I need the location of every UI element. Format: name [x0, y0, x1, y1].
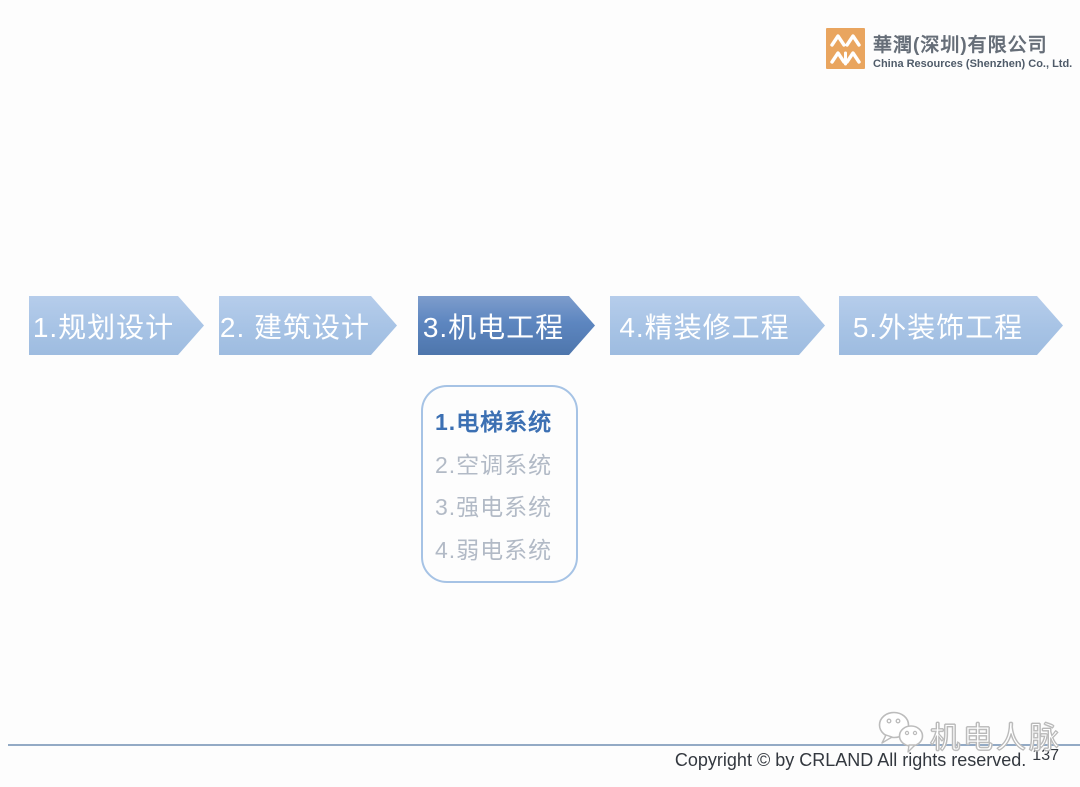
- company-name-block: 華潤(深圳)有限公司 China Resources (Shenzhen) Co…: [873, 28, 1072, 71]
- company-name-cn: 華潤(深圳)有限公司: [873, 35, 1048, 56]
- process-step-label: 5.外装饰工程: [852, 311, 1024, 343]
- process-step-label: 4.精装修工程: [619, 311, 790, 343]
- footer-divider: [8, 744, 1080, 746]
- process-step-planning-design: 1.规划设计: [29, 296, 204, 355]
- process-step-label: 2. 建筑设计: [219, 311, 371, 343]
- list-item-weak-current-system: 4.弱电系统: [435, 536, 553, 563]
- list-item-elevator-system: 1.电梯系统: [435, 409, 553, 436]
- company-header: 華潤(深圳)有限公司 China Resources (Shenzhen) Co…: [826, 28, 1072, 74]
- wechat-icon: [877, 709, 927, 760]
- process-step-architectural-design: 2. 建筑设计: [219, 296, 397, 355]
- process-step-fine-decoration: 4.精装修工程: [610, 296, 825, 355]
- list-item-hvac-system: 2.空调系统: [435, 451, 553, 478]
- process-step-label: 3.机电工程: [422, 311, 565, 343]
- copyright-text: Copyright © by CRLAND All rights reserve…: [674, 750, 1027, 770]
- process-step-exterior-decoration: 5.外装饰工程: [839, 296, 1063, 355]
- watermark: 机电人脉: [877, 709, 1062, 760]
- list-item-strong-current-system: 3.强电系统: [435, 494, 553, 521]
- page-number: 137: [1032, 747, 1059, 764]
- process-step-label: 1.规划设计: [32, 311, 175, 343]
- copyright-row: Copyright © by CRLAND All rights reserve…: [674, 747, 1059, 771]
- watermark-text: 机电人脉: [930, 721, 1062, 755]
- process-step-mep-engineering-active: 3.机电工程: [418, 296, 595, 355]
- mep-systems-list-box: 1.电梯系统 2.空调系统 3.强电系统 4.弱电系统: [421, 385, 578, 583]
- company-name-en: China Resources (Shenzhen) Co., Ltd.: [873, 57, 1073, 70]
- china-resources-logo-icon: [826, 28, 865, 74]
